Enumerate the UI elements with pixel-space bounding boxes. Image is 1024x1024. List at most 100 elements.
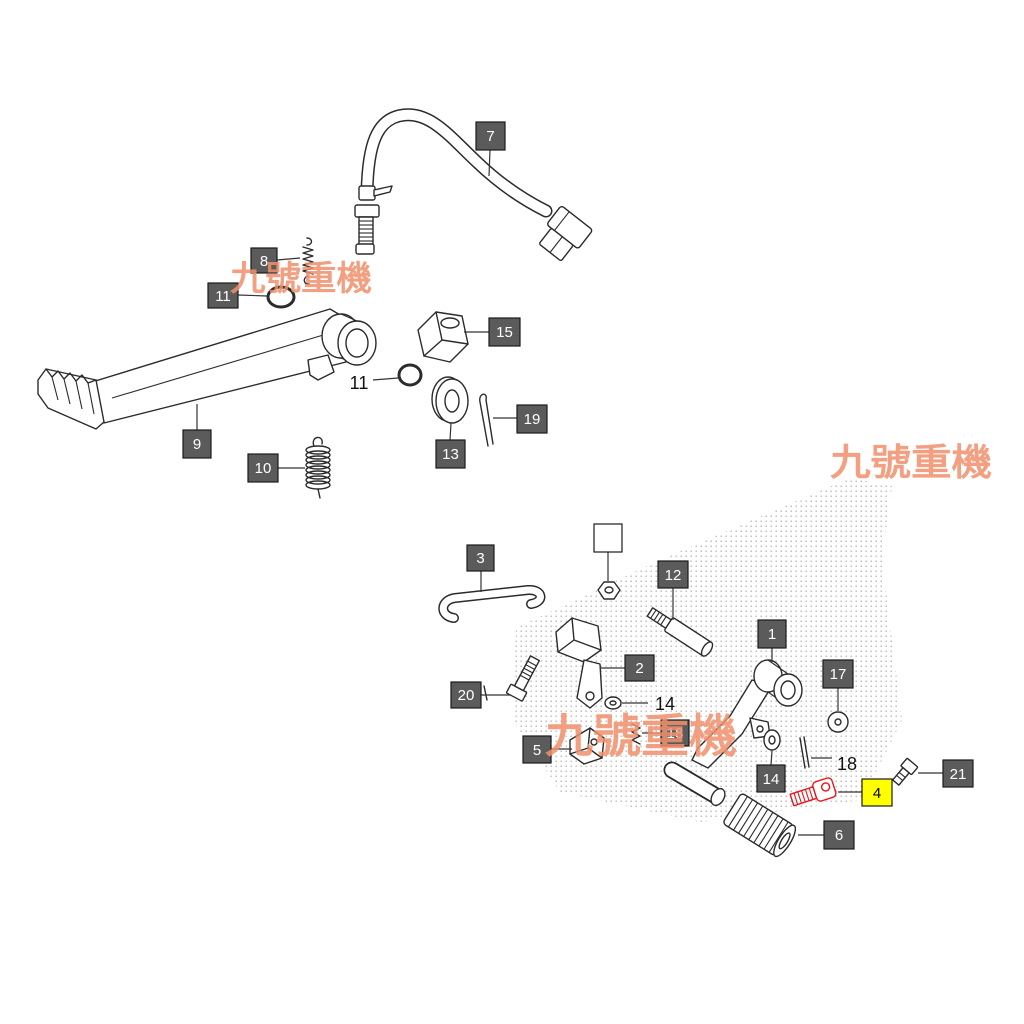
rubber-grip-part-shape-shape — [763, 818, 784, 850]
callout-number: 9 — [193, 436, 201, 453]
callout-8: 8 — [250, 247, 278, 274]
callout-7: 7 — [475, 121, 506, 151]
return-spring-part — [305, 436, 331, 499]
rubber-grip-part-shape-shape — [778, 832, 791, 850]
return-spring-part-shape — [305, 445, 331, 455]
shift-lever-part-shape — [691, 679, 773, 769]
callout-14: 14 — [756, 764, 786, 793]
callout-17: 17 — [822, 659, 854, 689]
small-spring-part-shape — [302, 237, 314, 285]
pivot-bolt-part-shape-shape — [653, 611, 660, 621]
callout-box — [660, 719, 690, 747]
rubber-grip-part-shape — [723, 793, 797, 858]
callout-blank — [593, 523, 623, 553]
rod-end-part-highlighted — [789, 777, 837, 807]
cotter-pin-part-shape — [479, 393, 494, 447]
rubber-grip-part-shape-shape — [738, 802, 759, 834]
shift-lever-part — [663, 659, 803, 807]
brake-rod-part-shape — [355, 243, 375, 255]
o-ring-middle-part — [397, 363, 423, 387]
bolt-20-part-shape-shape — [527, 660, 537, 667]
rod-end-part-highlighted-shape-shape — [797, 791, 802, 804]
rubber-grip-part-shape-shape — [753, 812, 774, 844]
rod-end-part-highlighted-shape-shape — [808, 787, 814, 800]
callout-number: 17 — [830, 666, 847, 683]
return-spring-part-shape — [312, 436, 323, 447]
callout-number: 6 — [835, 827, 843, 844]
callout-4-highlighted: 4 — [861, 778, 893, 807]
bolt-20-part-shape — [483, 685, 488, 701]
pivot-bolt-part-shape-shape — [656, 614, 664, 624]
callout-number: 20 — [458, 687, 475, 704]
shift-lever-part-shape — [710, 787, 726, 807]
return-spring-part-shape — [305, 470, 331, 480]
rubber-grip-part — [723, 793, 797, 858]
hex-nut-part-shape — [604, 586, 614, 594]
callout-10: 10 — [247, 453, 279, 483]
washer-17-part — [827, 711, 849, 733]
brake-pedal-part-shape — [345, 328, 369, 358]
leader-lines — [196, 149, 943, 836]
watermark-top-left: 九號重機 — [230, 259, 372, 299]
pin-18-right-part — [799, 736, 810, 769]
callout-1: 1 — [757, 619, 787, 649]
bolt-21-part-shape — [892, 757, 919, 786]
callout-3: 3 — [466, 544, 495, 572]
callout-5: 5 — [522, 735, 552, 764]
rubber-grip-part-shape-shape — [727, 796, 748, 828]
plain-label-14: 14 — [655, 694, 675, 714]
callout-number: 4 — [873, 785, 881, 802]
callout-box — [475, 121, 506, 151]
rod-end-part-highlighted-shape-shape — [804, 789, 810, 801]
rubber-grip-part-shape-shape — [758, 815, 779, 847]
shift-lever-part-shape — [767, 659, 789, 675]
brake-pedal-part-shape — [45, 368, 97, 384]
callout-box — [247, 453, 279, 483]
return-spring-part-shape — [305, 465, 331, 475]
rubber-grip-part-shape-shape — [733, 799, 754, 831]
callout-6: 6 — [823, 820, 855, 850]
brake-rod-part — [354, 108, 593, 262]
shift-lever-part-shape — [780, 680, 796, 700]
joint-block-part — [569, 727, 605, 765]
cap-nut-part-shape — [423, 311, 469, 357]
rod-end-part-highlighted-shape-shape — [820, 782, 831, 792]
callout-number: 1 — [768, 626, 776, 643]
callout-box — [657, 560, 689, 589]
callout-number: 13 — [442, 446, 459, 463]
callout-box — [942, 759, 974, 788]
cap-nut-part-shape — [440, 317, 460, 329]
rubber-grip-part-shape-shape — [743, 805, 764, 837]
callout-number: 2 — [635, 660, 643, 677]
washer-14-left-part — [604, 696, 622, 710]
pin-18-left-part-shape — [631, 723, 641, 745]
bolt-20-part-shape-shape — [525, 664, 535, 670]
bolt-21-part-shape-shape — [898, 771, 906, 778]
brake-rod-part-shape — [362, 109, 551, 216]
callout-15: 15 — [488, 317, 521, 347]
cap-nut-part — [417, 311, 469, 363]
brake-rod-part-shape — [354, 204, 380, 218]
rod-end-part-highlighted-shape-shape — [801, 790, 806, 803]
callout-18: 18 — [660, 719, 690, 747]
washer-13-part — [431, 376, 469, 424]
pivot-bolt-part-shape-shape — [660, 616, 667, 626]
callout-box — [450, 681, 482, 709]
washer-14-right-part — [763, 729, 781, 751]
pivot-bolt-part-shape — [646, 607, 714, 657]
leader-line-11-upper — [237, 294, 268, 297]
bolt-20-part-shape-shape — [519, 674, 530, 681]
brake-rod-part-shape-shape — [549, 236, 563, 253]
callout-box-highlighted — [861, 778, 893, 807]
callout-number: 8 — [260, 253, 268, 270]
brake-rod-part-shape — [539, 206, 593, 262]
callout-number: 14 — [763, 771, 780, 788]
callout-11: 11 — [207, 282, 239, 309]
washer-13-part-shape — [444, 389, 460, 413]
leader-line-8 — [276, 257, 301, 261]
brake-pedal-part — [37, 308, 377, 430]
callout-box — [822, 659, 854, 689]
rubber-grip-part-shape-shape — [768, 821, 789, 853]
